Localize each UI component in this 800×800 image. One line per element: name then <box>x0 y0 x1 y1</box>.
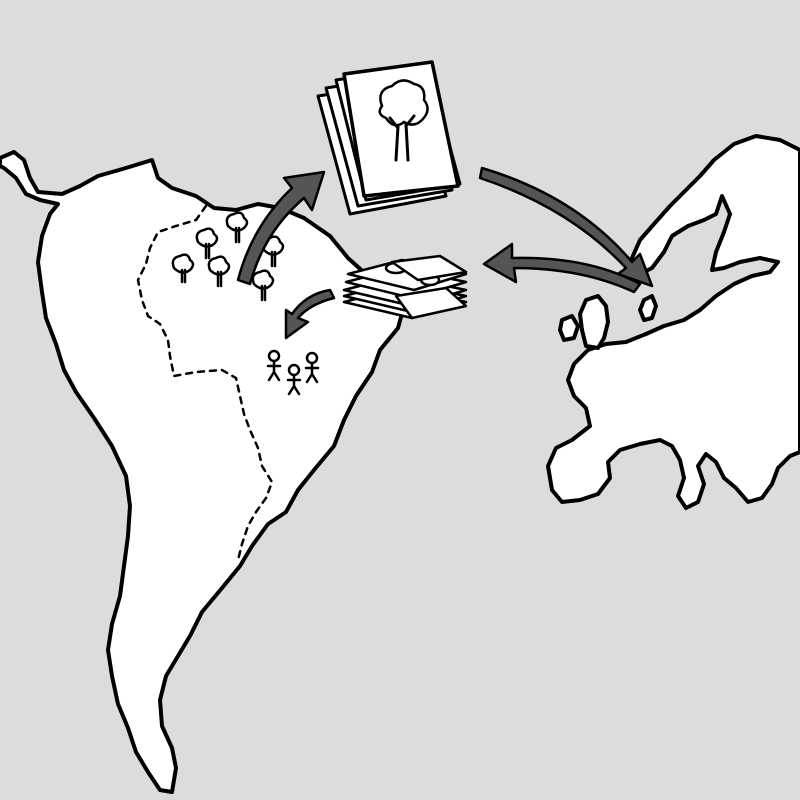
forest <box>171 211 285 302</box>
flow-arrows <box>236 166 654 340</box>
denmark <box>638 294 658 322</box>
tree-icon <box>225 211 249 244</box>
arrow-money-to-people <box>284 288 336 340</box>
country-border <box>136 204 274 562</box>
arrow-forest-to-certificate <box>236 170 326 286</box>
great-britain <box>578 294 610 350</box>
certificate-stack-icon <box>316 60 462 216</box>
money-stack-icon <box>342 254 468 320</box>
tree-icon <box>378 79 429 162</box>
tree-icon <box>251 269 275 302</box>
person-icon <box>286 363 302 396</box>
tree-icon <box>171 253 195 284</box>
tree-icon <box>207 255 231 288</box>
person-icon <box>304 351 320 384</box>
south-america-landmass <box>0 150 406 794</box>
south-america <box>0 150 406 794</box>
ireland <box>558 314 580 342</box>
person-icon <box>266 349 282 382</box>
europe <box>546 134 800 510</box>
arrow-europe-to-money <box>482 242 642 294</box>
tree-icon <box>195 227 219 260</box>
people <box>266 349 320 396</box>
arrow-certificate-to-europe <box>478 166 654 288</box>
